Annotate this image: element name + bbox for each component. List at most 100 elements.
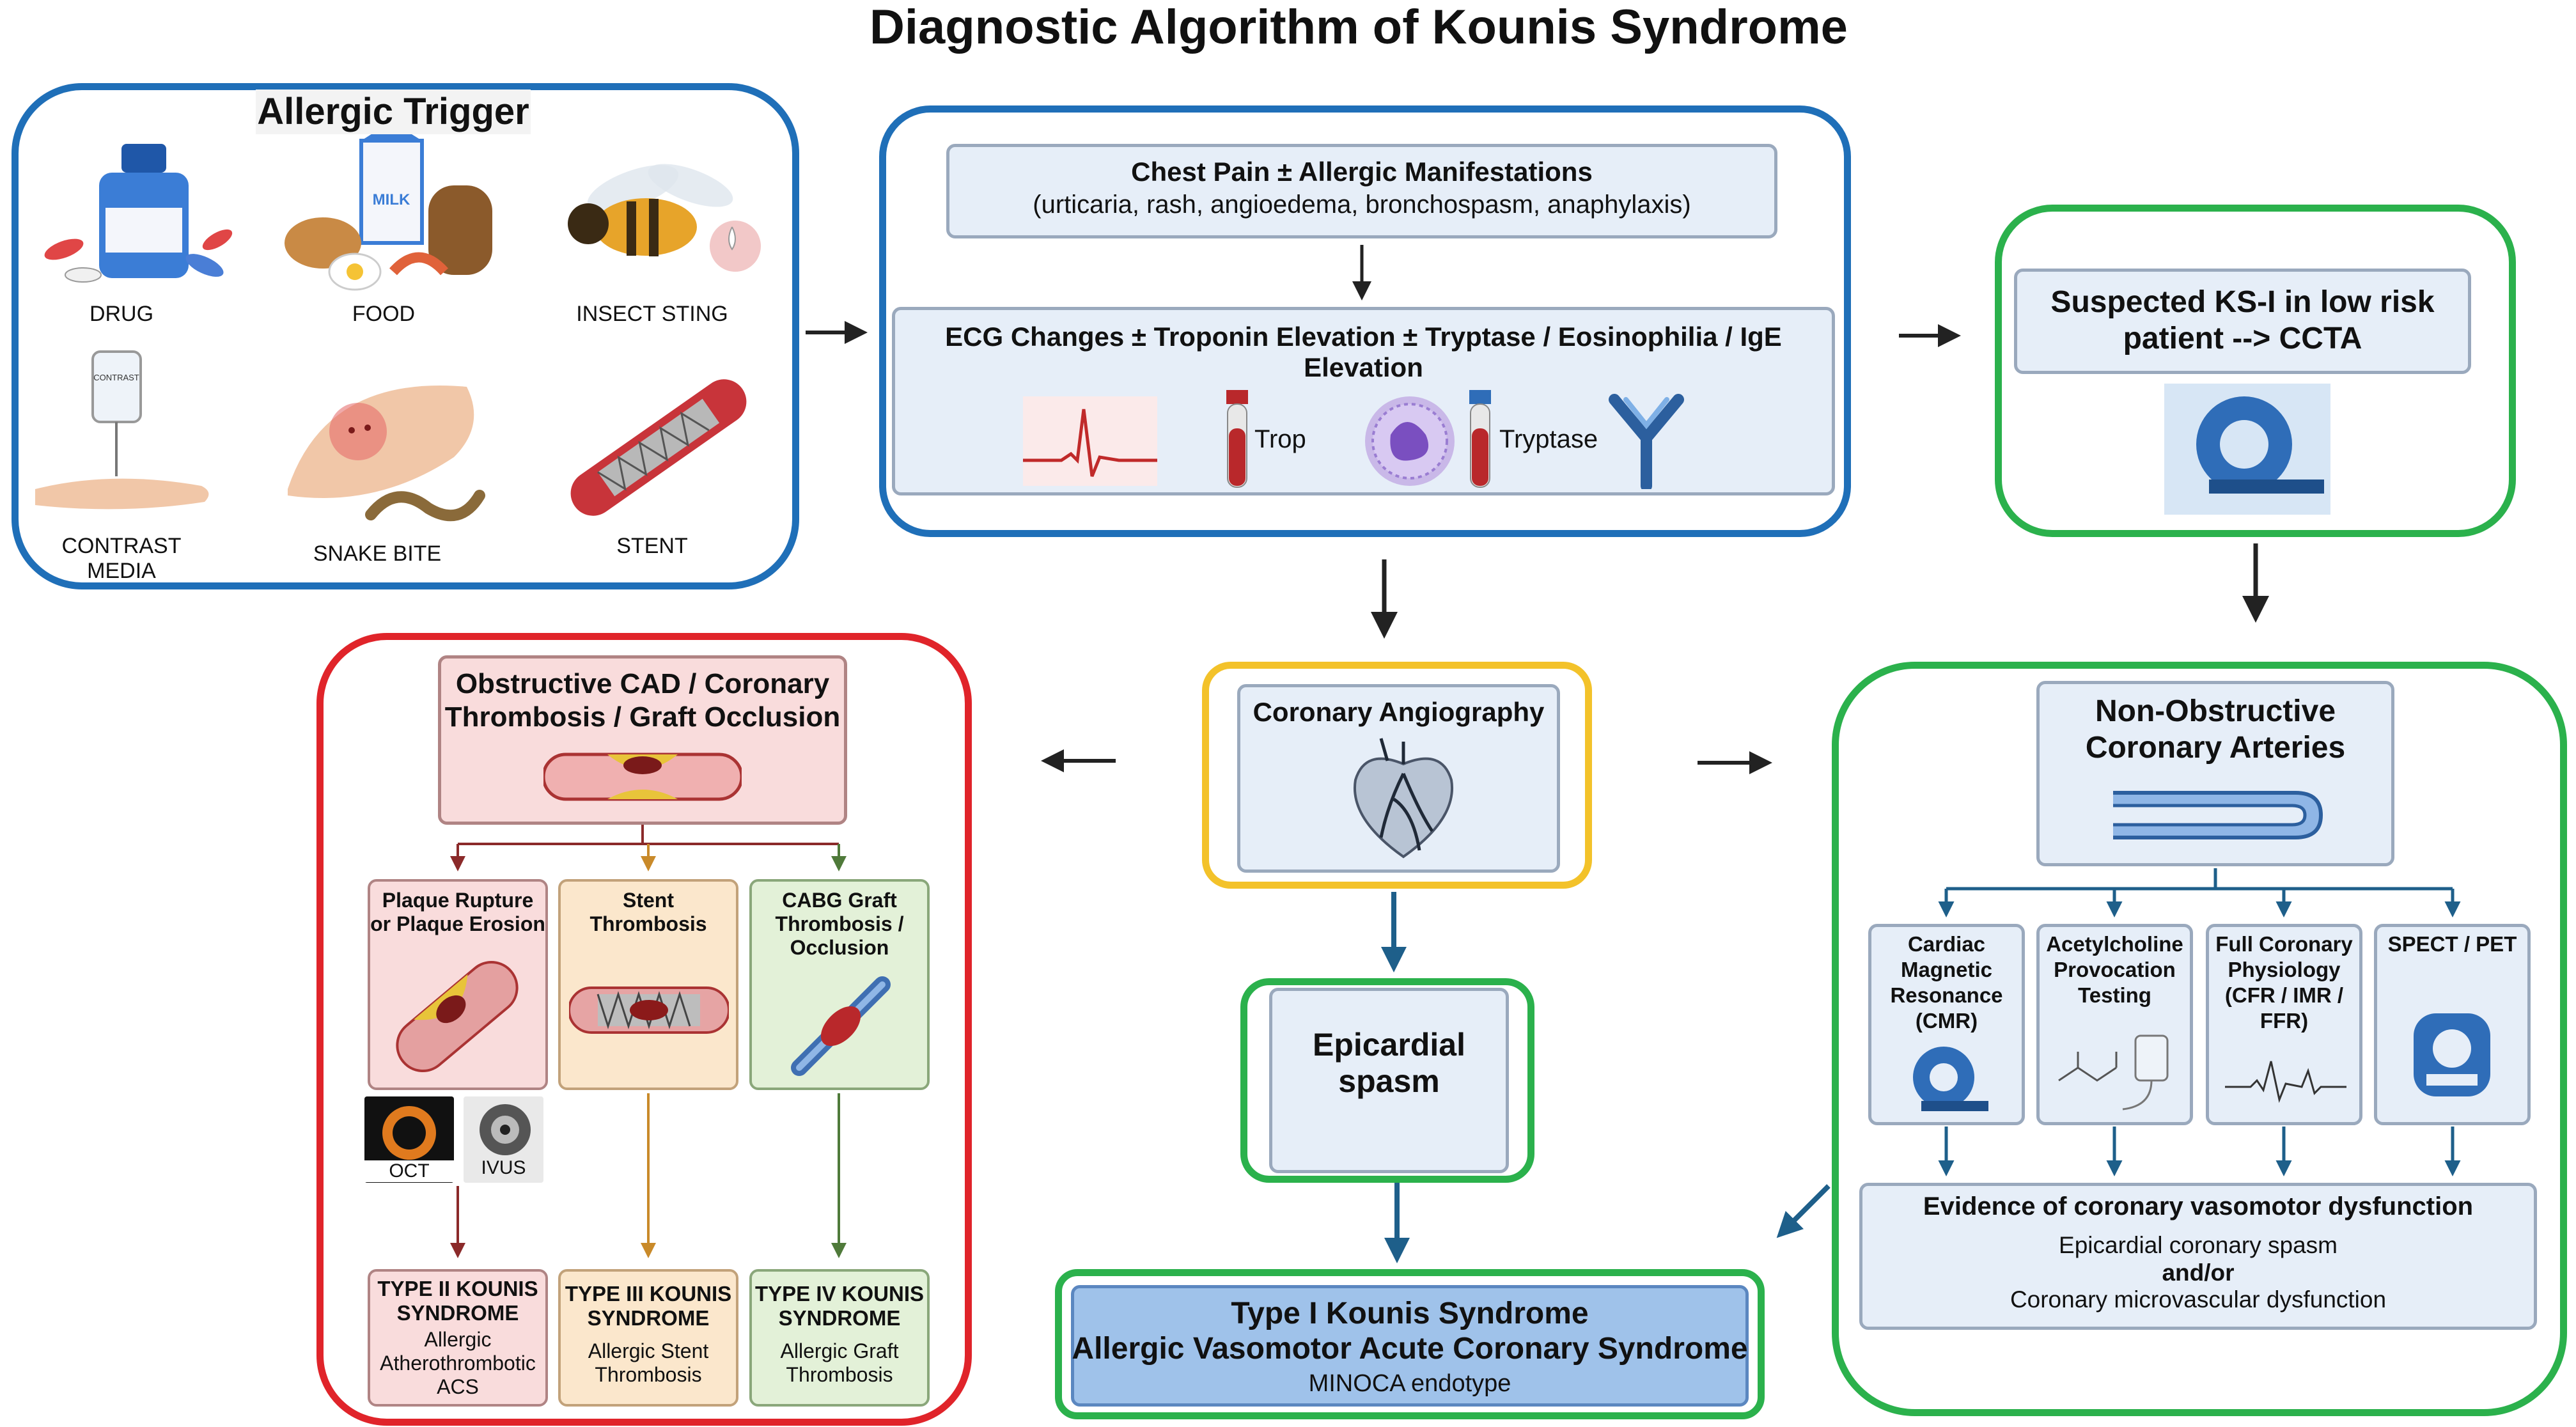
arrows-obstructive-branches (450, 825, 847, 1258)
evidence-box (1859, 1183, 2537, 1330)
tryptase-label: Tryptase (1499, 425, 1598, 453)
type3-desc-2: Thrombosis (595, 1363, 702, 1386)
test-phys-line-4: FFR) (2260, 1009, 2309, 1033)
trigger-label-contrast-media: CONTRAST MEDIA (61, 534, 182, 583)
branch-box-cabg (749, 879, 930, 1090)
test-cmr-line-4: (CMR) (1915, 1009, 1978, 1033)
evidence-title: Evidence of coronary vasomotor dysfuncti… (1923, 1192, 2474, 1220)
branch-box-stent (558, 879, 738, 1090)
branch-title-stent-1: Stent (623, 889, 674, 912)
ccta-box (2014, 269, 2471, 374)
type2-desc-1: Allergic (424, 1328, 492, 1351)
test-phys-line-3: (CFR / IMR / (2224, 983, 2344, 1007)
open-artery-icon (2113, 791, 2323, 839)
type3-desc-1: Allergic Stent (588, 1339, 709, 1362)
type1-box (1071, 1285, 1749, 1407)
tryptase-tube-icon (1469, 390, 1491, 488)
branch-title-cabg-1: CABG Graft (782, 889, 897, 912)
test-phys-line-1: Full Coronary (2215, 932, 2353, 956)
evidence-line-2: and/or (2162, 1259, 2235, 1286)
chest-pain-subtitle: (urticaria, rash, angioedema, bronchospa… (1033, 191, 1691, 219)
eosinophil-icon (1365, 396, 1455, 486)
stent-thrombosis-icon (569, 986, 729, 1034)
test-cmr-line-1: Cardiac (1907, 932, 1986, 956)
arrows-nonobstructive-tests (1938, 868, 2461, 1176)
epicardial-box (1269, 988, 1509, 1173)
type1-line-2: Allergic Vasomotor Acute Coronary Syndro… (1072, 1332, 1748, 1366)
type4-box (749, 1269, 930, 1407)
evidence-line-1: Epicardial coronary spasm (2059, 1232, 2338, 1258)
arrow-evidence-to-type1 (1776, 1184, 1831, 1238)
labs-title: ECG Changes ± Troponin Elevation ± Trypt… (945, 322, 1782, 382)
plaque-rupture-icon (396, 961, 519, 1072)
angiography-label: Coronary Angiography (1253, 697, 1545, 727)
type2-desc-3: ACS (437, 1375, 479, 1398)
epicardial-line-2: spasm (1338, 1063, 1440, 1099)
branch-title-plaque-1: Plaque Rupture (382, 889, 534, 912)
test-cmr-line-2: Magnetic (1900, 958, 1993, 981)
branch-title-stent-2: Thrombosis (589, 912, 707, 935)
nonobstructive-box (2036, 681, 2394, 866)
test-ach-line-3: Testing (2078, 983, 2151, 1007)
type4-title-2: SYNDROME (778, 1306, 901, 1330)
ccta-line-2: patient --> CCTA (2123, 322, 2362, 355)
type2-title-1: TYPE II KOUNIS (377, 1277, 538, 1300)
ecg-icon (1023, 396, 1157, 486)
type3-title-1: TYPE III KOUNIS (565, 1282, 732, 1306)
mri-scanner-icon (1913, 1047, 1988, 1111)
stent-icon (570, 379, 747, 516)
ct-scanner-icon (2164, 384, 2330, 515)
pet-scanner-icon (2414, 1013, 2490, 1096)
oct-rings-icon (382, 1106, 436, 1160)
obstructive-line-1: Obstructive CAD / Coronary (455, 668, 830, 699)
chest-pain-box (946, 144, 1777, 238)
type4-desc-1: Allergic Graft (780, 1339, 899, 1362)
allergic-trigger-title: Allergic Trigger (256, 90, 531, 134)
diagram-title: Diagnostic Algorithm of Kounis Syndrome (870, 0, 1848, 54)
epicardial-line-1: Epicardial (1313, 1027, 1465, 1063)
snake-icon (288, 386, 485, 522)
type1-line-3: MINOCA endotype (1308, 1370, 1511, 1397)
trop-label: Trop (1254, 425, 1306, 453)
cabg-graft-icon (791, 976, 891, 1076)
type2-title-2: SYNDROME (396, 1301, 519, 1325)
ivus-label: IVUS (481, 1157, 526, 1178)
ige-antibody-icon (1609, 394, 1684, 489)
bee-icon (568, 164, 761, 272)
test-phys-line-2: Physiology (2228, 958, 2341, 981)
trigger-label-food: FOOD (352, 302, 416, 326)
stenosed-artery-icon (543, 752, 742, 801)
type4-title-1: TYPE IV KOUNIS (754, 1282, 925, 1306)
food-icon: MILK (285, 134, 492, 291)
nonobstructive-line-2: Coronary Arteries (2085, 731, 2346, 765)
test-box-physiology (2206, 924, 2362, 1125)
ivus-rings-icon (480, 1104, 531, 1155)
chest-pain-title: Chest Pain ± Allergic Manifestations (1131, 157, 1593, 187)
type3-title-2: SYNDROME (587, 1306, 710, 1330)
test-ach-line-1: Acetylcholine (2046, 932, 2183, 956)
type2-desc-2: Atherothrombotic (380, 1352, 536, 1375)
ccta-line-1: Suspected KS-I in low risk (2050, 285, 2435, 319)
trigger-label-snake-bite: SNAKE BITE (313, 542, 442, 566)
branch-title-cabg-3: Occlusion (790, 936, 889, 959)
milk-label: MILK (373, 191, 410, 208)
type1-line-1: Type I Kounis Syndrome (1231, 1297, 1589, 1330)
trigger-label-drug: DRUG (89, 302, 154, 326)
molecule-iv-icon (2058, 1034, 2169, 1111)
type4-desc-2: Thrombosis (786, 1363, 893, 1386)
iv-bag-icon: CONTRAST (35, 350, 209, 510)
evidence-line-3: Coronary microvascular dysfunction (2010, 1286, 2387, 1313)
test-ach-line-2: Provocation (2054, 958, 2176, 981)
nonobstructive-line-1: Non-Obstructive (2095, 694, 2336, 728)
trop-tube-icon (1226, 390, 1248, 488)
contrast-bag-label: CONTRAST (93, 373, 139, 382)
waveform-icon (2225, 1061, 2346, 1103)
test-spect-line-1: SPECT / PET (2387, 932, 2517, 956)
trigger-label-stent: STENT (616, 534, 688, 558)
branch-title-cabg-2: Thrombosis / (775, 912, 904, 935)
drug-bottle-icon (44, 144, 233, 283)
test-cmr-line-3: Resonance (1890, 983, 2003, 1007)
test-box-acetylcholine (2036, 924, 2193, 1125)
oct-label: OCT (364, 1160, 454, 1182)
